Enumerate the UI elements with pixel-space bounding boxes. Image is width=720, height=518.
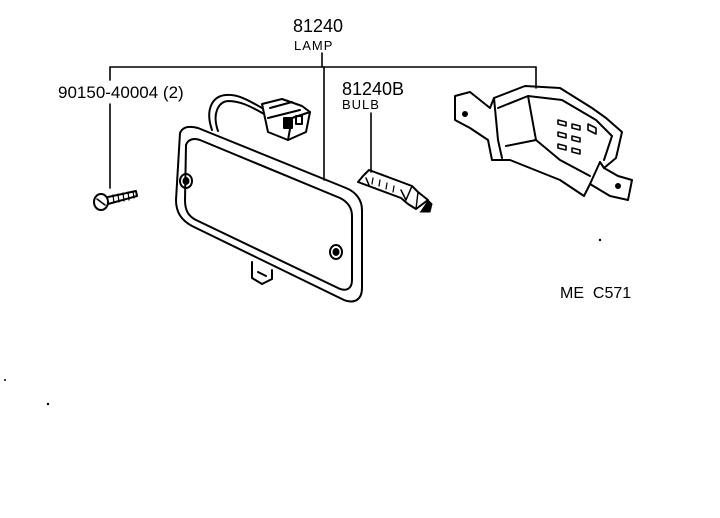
lamp-part-name: LAMP (294, 38, 334, 53)
scan-specks (4, 238, 602, 406)
bulb-part-name: BULB (342, 97, 380, 112)
screw-drawing (93, 190, 138, 211)
bulb-drawing (357, 169, 433, 213)
diagram-code: ME C571 (560, 285, 632, 302)
housing-drawing (454, 85, 633, 201)
lamp-wire-harness (208, 93, 311, 141)
screw-part-number: 90150-40004 (2) (58, 83, 184, 102)
lamp-part-number: 81240 (293, 16, 344, 36)
leader-lines (109, 52, 537, 189)
bulb-part-number: 81240B (342, 79, 405, 99)
lamp-drawing (175, 125, 363, 303)
